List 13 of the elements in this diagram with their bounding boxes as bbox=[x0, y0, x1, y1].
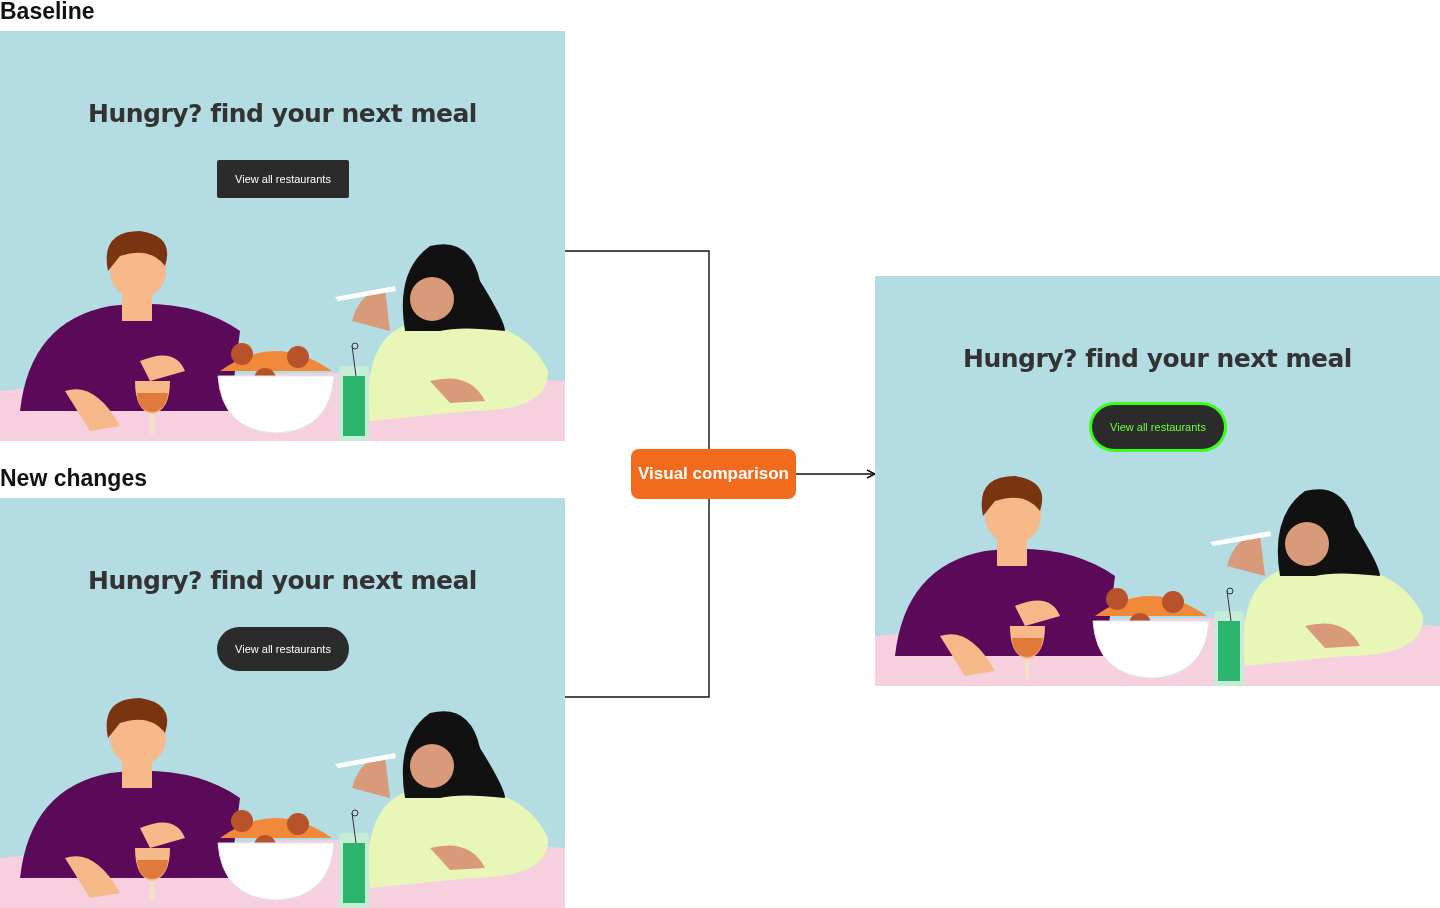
panel-title: New changes bbox=[0, 465, 147, 492]
webpage-screenshot bbox=[875, 276, 1440, 686]
connector-line bbox=[564, 498, 710, 698]
page-heading: Hungry? find your next meal bbox=[87, 99, 478, 128]
connector-line bbox=[564, 250, 710, 450]
page-heading: Hungry? find your next meal bbox=[87, 566, 478, 595]
view-button: View all restaurants bbox=[217, 627, 349, 671]
view-button: View all restaurants bbox=[217, 160, 349, 198]
page-heading: Hungry? find your next meal bbox=[962, 344, 1353, 373]
arrow bbox=[795, 469, 876, 479]
process-box: Visual comparison bbox=[631, 449, 796, 499]
panel-title: Baseline bbox=[0, 0, 95, 25]
highlighted-button: View all restaurants bbox=[1092, 405, 1224, 449]
